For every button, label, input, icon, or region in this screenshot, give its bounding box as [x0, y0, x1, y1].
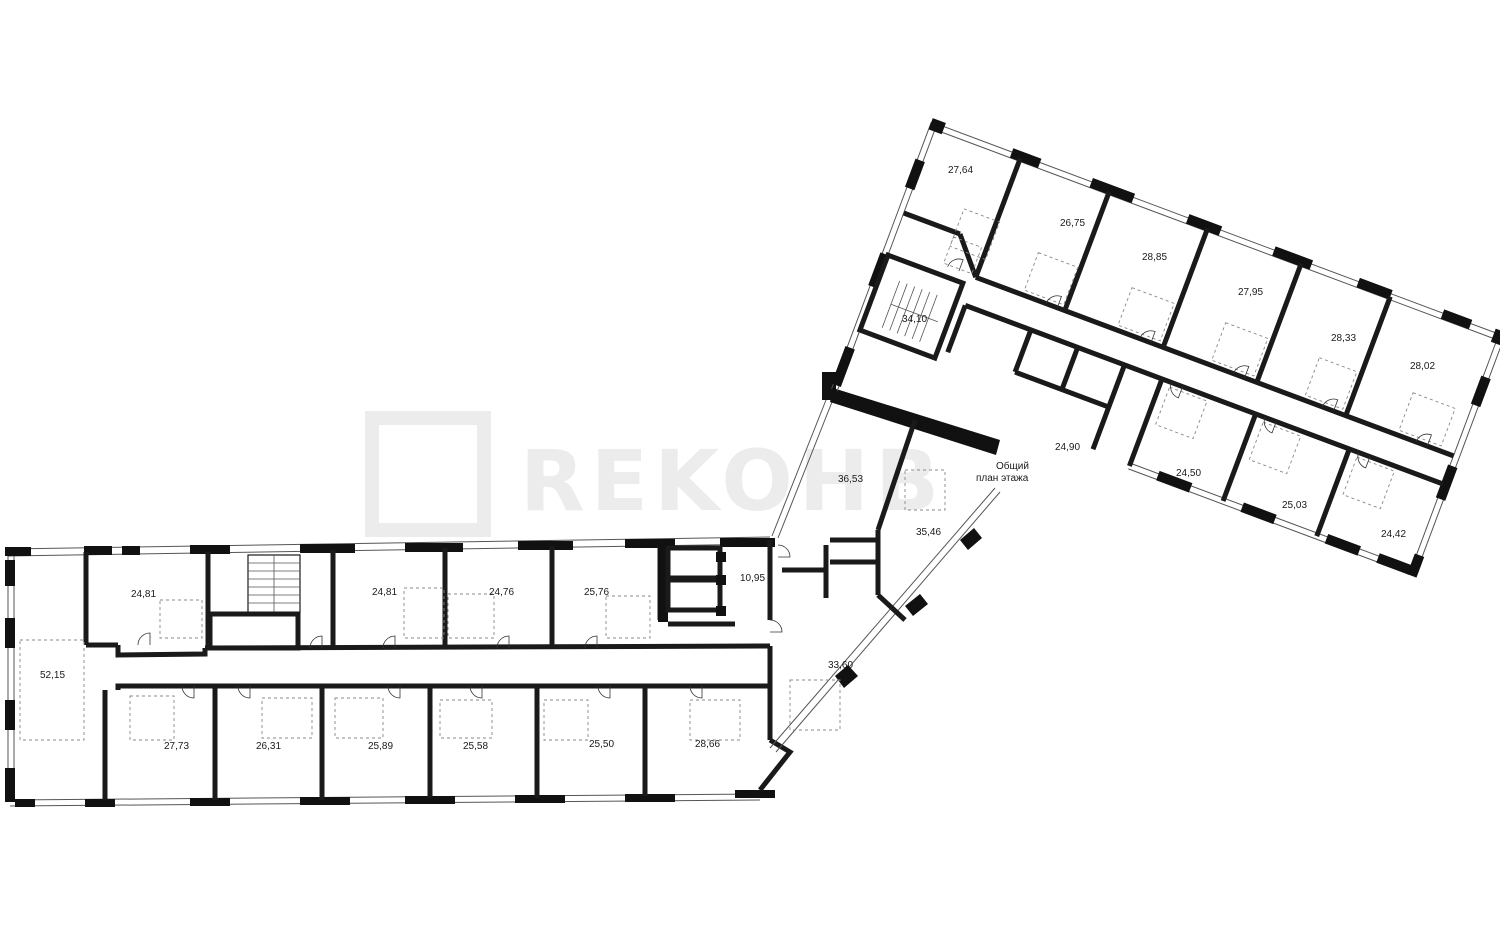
- left-wing: [5, 536, 794, 807]
- watermark-logo: [365, 411, 491, 537]
- area-labels: 52,15 24,81 24,81 24,76 25,76 10,95 27,7…: [40, 165, 1435, 752]
- room-area-10-95: 10,95: [740, 573, 765, 584]
- room-area-24-90: 24,90: [1055, 442, 1080, 453]
- room-area-35-46: 35,46: [916, 527, 941, 538]
- note-line-1: Общий: [996, 460, 1029, 472]
- room-area-27-95: 27,95: [1238, 287, 1263, 298]
- room-area-24-81-a: 24,81: [131, 589, 156, 600]
- room-area-52-15: 52,15: [40, 670, 65, 681]
- room-area-33-60: 33,60: [828, 660, 853, 671]
- room-area-28-02: 28,02: [1410, 361, 1435, 372]
- room-area-36-53: 36,53: [838, 474, 863, 485]
- watermark-text: REKOHB: [520, 432, 945, 530]
- room-area-26-31: 26,31: [256, 741, 281, 752]
- room-area-25-76: 25,76: [584, 587, 609, 598]
- floor-plan-note: Общий план этажа: [975, 458, 1035, 484]
- room-area-28-33: 28,33: [1331, 333, 1356, 344]
- room-area-24-42: 24,42: [1381, 529, 1406, 540]
- room-area-28-66: 28,66: [695, 739, 720, 750]
- note-line-2: план этажа: [976, 473, 1029, 484]
- room-area-28-85: 28,85: [1142, 252, 1167, 263]
- room-area-25-89: 25,89: [368, 741, 393, 752]
- room-area-27-73: 27,73: [164, 741, 189, 752]
- room-area-24-81-b: 24,81: [372, 587, 397, 598]
- room-area-24-50: 24,50: [1176, 468, 1201, 479]
- room-area-25-58: 25,58: [463, 741, 488, 752]
- room-area-24-76: 24,76: [489, 587, 514, 598]
- room-area-25-50: 25,50: [589, 739, 614, 750]
- room-area-34-10: 34,10: [902, 314, 927, 325]
- central-knuckle: [769, 372, 1001, 753]
- right-wing: [831, 118, 1500, 578]
- watermark: REKOHB: [365, 411, 945, 537]
- room-area-25-03: 25,03: [1282, 500, 1307, 511]
- room-area-27-64: 27,64: [948, 165, 973, 176]
- room-area-26-75: 26,75: [1060, 218, 1085, 229]
